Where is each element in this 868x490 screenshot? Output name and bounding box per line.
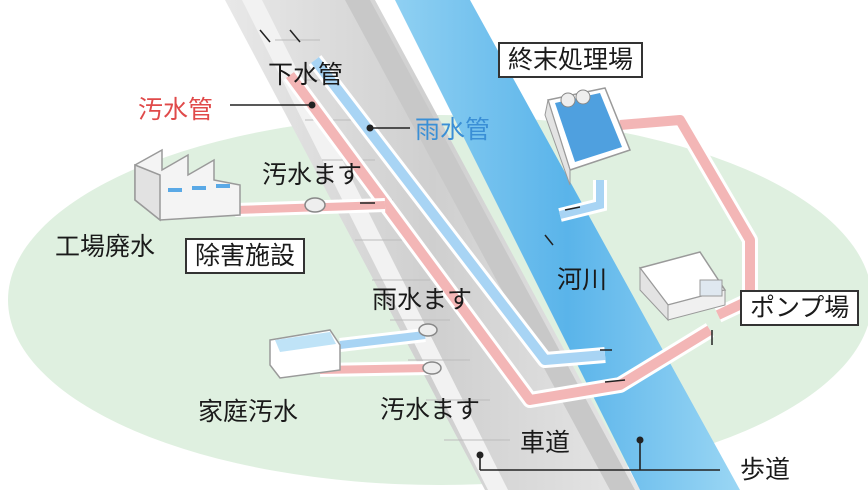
leader-dots	[308, 101, 644, 459]
label-river: 河川	[557, 265, 608, 294]
label-sidewalk: 歩道	[740, 455, 791, 484]
label-wastewater-pipe: 汚水管	[138, 95, 214, 124]
label-pretreatment-facility: 除害施設	[185, 238, 306, 274]
label-treatment-plant: 終末処理場	[498, 42, 644, 78]
pump-station-building	[638, 251, 727, 322]
label-pump-station: ポンプ場	[740, 290, 860, 326]
label-rainwater-inlet: 雨水ます	[372, 285, 473, 314]
house-building	[269, 329, 341, 379]
label-wastewater-inlet-top: 汚水ます	[262, 160, 363, 189]
label-household-wastewater: 家庭汚水	[198, 397, 299, 426]
road-lane-right	[345, 0, 635, 490]
label-rainwater-pipe: 雨水管	[415, 115, 491, 144]
treatment-plant	[544, 87, 631, 186]
label-roadway: 車道	[520, 428, 571, 457]
factory-building	[134, 148, 241, 222]
inlet-markers	[304, 197, 442, 375]
label-wastewater-inlet-bottom: 汚水ます	[380, 395, 481, 424]
label-factory-wastewater: 工場廃水	[55, 232, 156, 261]
flow-arrows	[259, 29, 713, 383]
label-sewer-main: 下水管	[268, 60, 344, 89]
leader-lines	[230, 104, 720, 471]
